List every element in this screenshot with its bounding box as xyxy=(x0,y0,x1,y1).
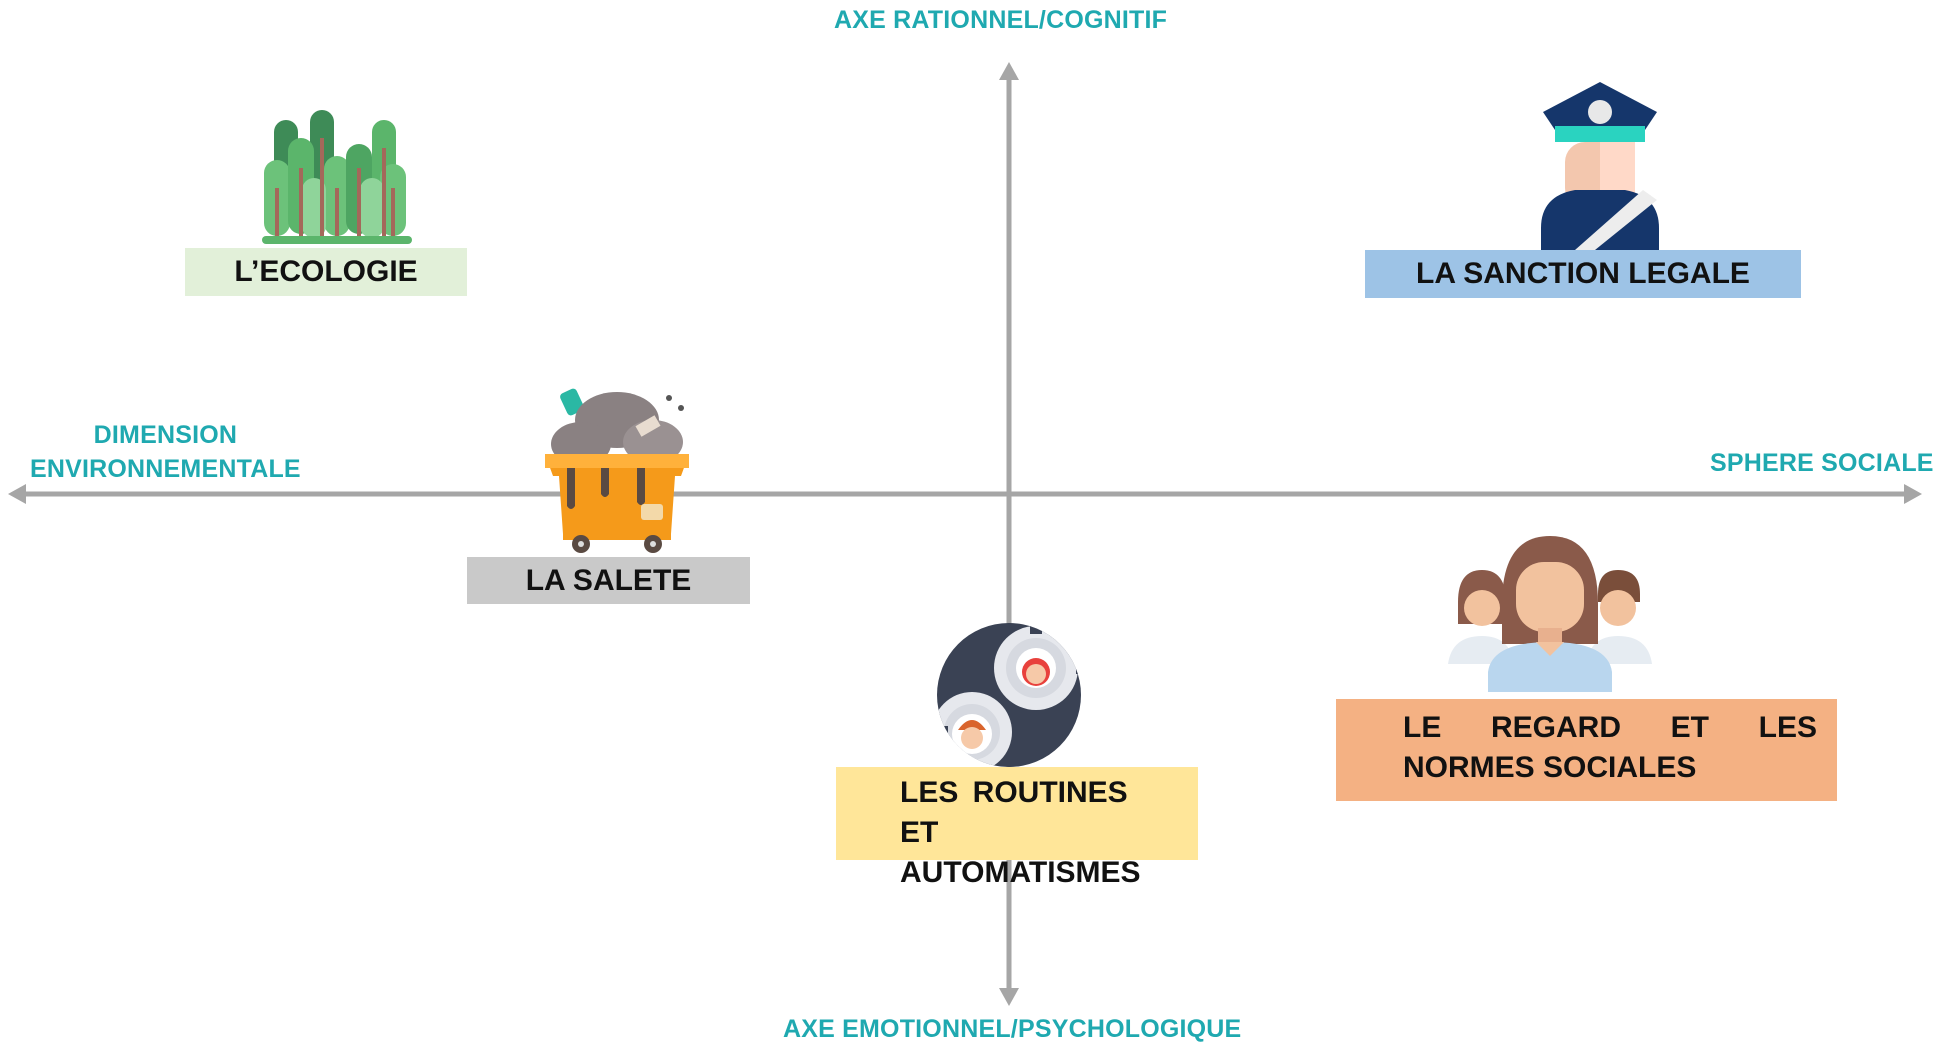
bottom-arrowhead xyxy=(999,988,1019,1006)
label-salete: LA SALETE xyxy=(467,557,750,604)
axis-label-bottom: AXE EMOTIONNEL/PSYCHOLOGIQUE xyxy=(783,1015,1242,1043)
label-regard-line2: NORMES SOCIALES xyxy=(1403,751,1697,784)
axis-label-left-line1: DIMENSION xyxy=(93,421,238,449)
label-regard-normes: LE REGARD ET LES NORMES SOCIALES xyxy=(1336,699,1837,801)
axis-label-top: AXE RATIONNEL/COGNITIF xyxy=(834,6,1168,34)
label-routines-line1: LES ROUTINES ET xyxy=(900,776,1128,849)
forest-icon xyxy=(262,108,412,244)
left-arrowhead xyxy=(8,484,26,504)
right-arrowhead xyxy=(1904,484,1922,504)
label-regard-line1: LE REGARD ET LES xyxy=(1403,711,1817,744)
label-sanction-legale: LA SANCTION LEGALE xyxy=(1365,250,1801,298)
axis-label-left: DIMENSION ENVIRONNEMENTALE xyxy=(30,418,301,486)
gears-people-icon xyxy=(936,622,1082,768)
garbage-cart-icon xyxy=(541,384,693,554)
label-ecologie: L’ECOLOGIE xyxy=(185,248,467,296)
label-routines-line2: AUTOMATISMES xyxy=(900,856,1141,889)
group-people-icon xyxy=(1448,532,1652,692)
top-arrowhead xyxy=(999,62,1019,80)
axis-label-left-line2: ENVIRONNEMENTALE xyxy=(30,455,301,483)
label-routines-automatismes: LES ROUTINES ET AUTOMATISMES xyxy=(836,767,1198,889)
police-officer-icon xyxy=(1535,78,1665,250)
axis-label-right: SPHERE SOCIALE xyxy=(1710,449,1934,477)
